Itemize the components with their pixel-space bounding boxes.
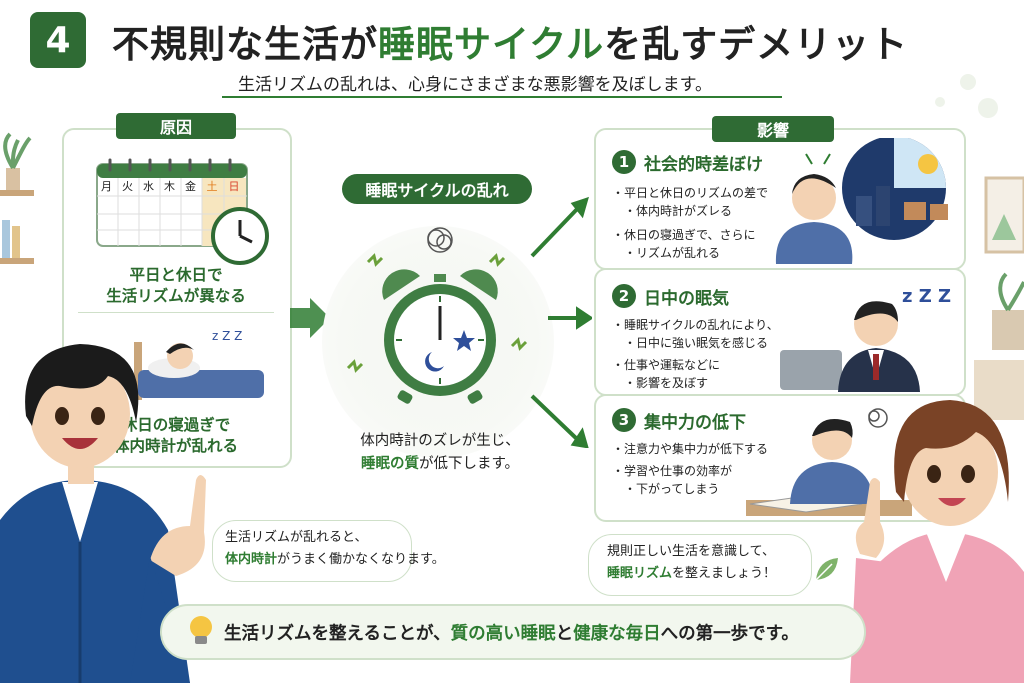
arrow-icon (290, 298, 330, 338)
effect-2-bullet-cont: 日中に強い眠気を感じる (612, 334, 779, 352)
sleeping-person-illustration: z Z Z (134, 329, 264, 400)
calendar-day: 水 (143, 180, 154, 193)
title-post: を乱すデメリット (604, 23, 909, 66)
effect-1-title: 社会的時差ぼけ (644, 155, 763, 175)
center-desc-rest: が低下します。 (418, 456, 520, 473)
center-label: 睡眠サイクルの乱れ (342, 174, 532, 204)
bubble-left-highlight: 体内時計 (225, 552, 278, 568)
lightbulb-icon (190, 616, 212, 644)
effect-3-bullets: 注意力や集中力が低下する 学習や仕事の効率が 下がってしまう (612, 440, 768, 498)
center-desc-highlight: 睡眠の質 (360, 456, 419, 473)
effect-1-bullet-cont: 体内時計がズレる (612, 202, 768, 220)
effect-3-bullet: 学習や仕事の効率が (612, 462, 768, 480)
svg-text:z Z Z: z Z Z (212, 329, 242, 343)
effect-1-bullet-text: 体内時計がズレる (636, 204, 733, 218)
effect-1-bullet-text: リズムが乱れる (636, 246, 721, 260)
summary-highlight2: 健康な毎日 (573, 624, 661, 644)
cause-label: 原因 (116, 113, 236, 139)
cause-item-1-line2: 生活リズムが異なる (106, 286, 246, 305)
calendar-day: 木 (164, 180, 175, 193)
summary-part1: 生活リズムを整えることが、 (224, 624, 451, 644)
svg-text:z Z Z: z Z Z (902, 286, 951, 307)
effect-2-number: 2 (612, 284, 636, 308)
leaf-icon (815, 558, 838, 581)
girl-character-illustration (850, 400, 1024, 683)
alarm-clock-icon (346, 227, 528, 404)
effect-2-bullet: 仕事や運転などに (612, 356, 779, 374)
clock-icon (211, 207, 269, 265)
effect-3-bullet-text: 下がってしまう (636, 482, 720, 496)
sleepy-worker-illustration: z Z Z (780, 286, 951, 392)
bubble-right-rest: を整えましょう！ (672, 566, 777, 582)
bubble-right-highlight: 睡眠リズム (607, 566, 673, 582)
bubble-right-line2: 睡眠リズムを整えましょう！ (607, 563, 793, 585)
effect-3-bullet: 注意力や集中力が低下する (612, 440, 768, 458)
section-number-badge: 4 (30, 12, 86, 68)
bubble-left-line1: 生活リズムが乱れると、 (225, 530, 368, 545)
bubble-left-line2: 体内時計がうまく働かなくなります。 (225, 549, 445, 571)
effect-3-number: 3 (612, 408, 636, 432)
effect-2-bullet-cont: 影響を及ぼす (612, 374, 779, 392)
page-subtitle: 生活リズムの乱れは、心身にさまざまな悪影響を及ぼします。 (238, 75, 712, 95)
summary-highlight1: 質の高い睡眠 (450, 624, 556, 644)
cause-item-1: 平日と休日で 生活リズムが異なる (78, 265, 274, 307)
bubble-right-line1: 規則正しい生活を意識して、 (607, 544, 775, 559)
page-title: 不規則な生活が睡眠サイクルを乱すデメリット (112, 14, 908, 68)
effect-2-bullet-text: 影響を及ぼす (636, 376, 709, 390)
effect-1-bullet-cont: リズムが乱れる (612, 244, 768, 262)
effect-1-bullets: 平日と休日のリズムの差で 体内時計がズレる 休日の寝過ぎで、さらに リズムが乱れ… (612, 184, 768, 262)
effect-2-bullet: 睡眠サイクルの乱れにより、 (612, 316, 779, 334)
calendar-day-labels: 月 火 水 木 金 土 日 (96, 178, 248, 194)
center-desc-line1: 体内時計のズレが生じ、 (360, 433, 520, 449)
center-desc-line2: 睡眠の質が低下します。 (340, 453, 540, 476)
title-highlight: 睡眠サイクル (378, 23, 605, 66)
speech-bubble-left: 生活リズムが乱れると、 体内時計がうまく働かなくなります。 (212, 520, 445, 582)
calendar-day: 金 (185, 180, 196, 193)
cause-divider (78, 312, 274, 313)
cause-item-2-line1: 休日の寝過ぎで (121, 416, 231, 434)
calendar-day: 火 (122, 180, 133, 193)
summary-bar (160, 604, 866, 660)
calendar-day: 土 (206, 180, 218, 193)
cause-item-2-line2: 体内時計が乱れる (113, 436, 238, 455)
title-pre: 不規則な生活が (112, 23, 378, 66)
summary-part3: への第一歩です。 (660, 624, 799, 644)
effect-2-bullets: 睡眠サイクルの乱れにより、 日中に強い眠気を感じる 仕事や運転などに 影響を及ぼ… (612, 316, 779, 392)
bubble-left-rest: がうまく働かなくなります。 (277, 552, 445, 568)
effect-3-bullet-cont: 下がってしまう (612, 480, 768, 498)
effect-3-title: 集中力の低下 (644, 413, 746, 433)
effect-2-title: 日中の眠気 (644, 289, 729, 309)
effect-1-bullet: 休日の寝過ぎで、さらに (612, 226, 768, 244)
cause-item-1-line1: 平日と休日で (129, 266, 223, 284)
cause-item-2: 休日の寝過ぎで 体内時計が乱れる (78, 415, 274, 457)
summary-text: 生活リズムを整えることが、質の高い睡眠と健康な毎日への第一歩です。 (224, 620, 799, 645)
summary-part2: と (555, 624, 574, 644)
subtitle-underline (222, 96, 782, 98)
calendar-day: 月 (101, 180, 112, 193)
speech-bubble-right: 規則正しい生活を意識して、 睡眠リズムを整えましょう！ (588, 534, 812, 596)
effect-2-bullet-text: 日中に強い眠気を感じる (636, 336, 769, 350)
calendar-icon (96, 158, 248, 247)
effect-1-bullet: 平日と休日のリズムの差で (612, 184, 768, 202)
center-description: 体内時計のズレが生じ、 睡眠の質が低下します。 (340, 430, 540, 476)
social-jetlag-illustration (775, 138, 948, 264)
calendar-day: 日 (228, 180, 240, 193)
arrow-icon (530, 196, 592, 448)
effect-1-number: 1 (612, 150, 636, 174)
effects-label: 影響 (712, 116, 834, 142)
